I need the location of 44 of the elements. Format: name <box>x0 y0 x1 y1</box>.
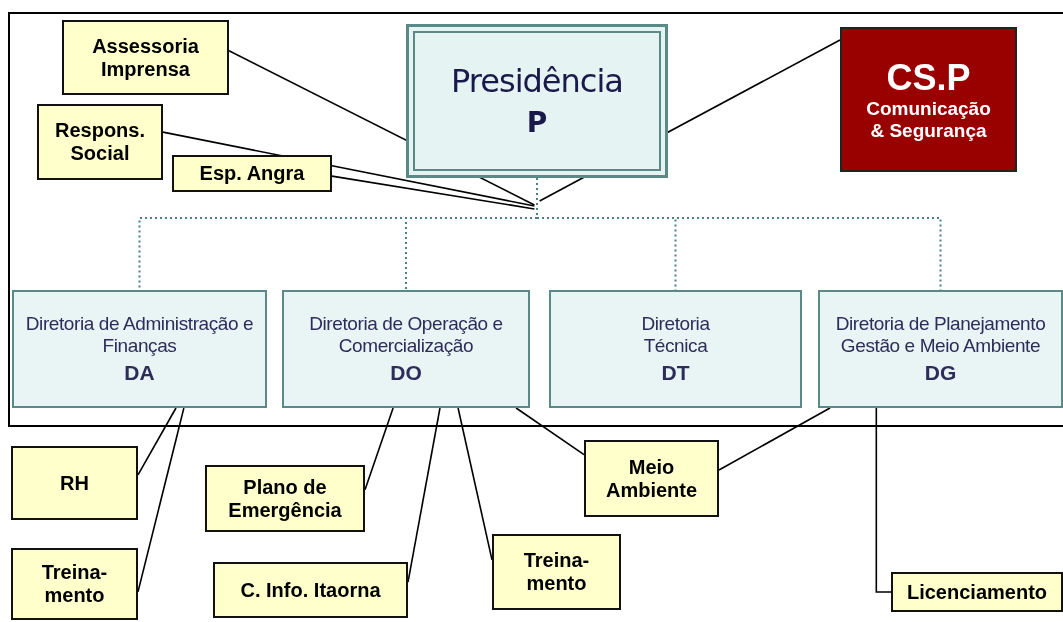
department-box <box>549 290 802 408</box>
note-box <box>62 20 229 95</box>
box-label: Presidência <box>451 62 623 100</box>
box-label: DA <box>124 360 155 385</box>
box-label: Treina- mento <box>40 561 109 607</box>
box-label: Diretoria Técnica <box>640 313 711 357</box>
box-label: Esp. Angra <box>199 162 305 185</box>
box-label: Diretoria de Administração e Finanças <box>24 313 255 357</box>
box-label: Diretoria de Planejamento Gestão e Meio Ambiente <box>834 313 1047 357</box>
leader-line <box>331 175 536 210</box>
leader-line <box>137 407 177 476</box>
leader-line <box>515 407 585 456</box>
box-label: Diretoria de Operação e Comercialização <box>308 313 504 357</box>
note-box <box>205 465 365 532</box>
box-label: Plano de Emergência <box>227 475 343 522</box>
box-label: Treina- mento <box>522 549 591 595</box>
box-label: C. Info. Itaorna <box>240 578 381 602</box>
box-label: P <box>526 107 548 140</box>
box-label: Respons. Social <box>54 119 146 165</box>
note-box <box>11 548 138 620</box>
box-label: Assessoria Imprensa <box>91 34 200 81</box>
note-box <box>584 440 719 517</box>
note-box <box>172 155 332 192</box>
note-box <box>492 534 621 610</box>
note-box <box>891 572 1063 612</box>
note-box <box>11 446 138 520</box>
box-label: DG <box>924 360 957 385</box>
note-box <box>37 104 163 180</box>
department-box <box>818 290 1063 408</box>
box-label: Meio Ambiente <box>604 455 699 502</box>
box-label: DT <box>661 360 690 385</box>
box-label: Licenciamento <box>906 580 1047 604</box>
leader-line <box>875 407 892 593</box>
department-box <box>282 290 530 408</box>
box-label: DO <box>390 360 422 385</box>
process-box <box>406 24 668 178</box>
note-box <box>213 562 408 618</box>
box-label: Comunicação & Segurança <box>866 98 991 143</box>
leader-line <box>718 407 831 471</box>
highlight-box <box>840 27 1017 172</box>
department-box <box>12 290 267 408</box>
leader-line <box>457 407 493 561</box>
box-label: RH <box>60 471 89 495</box>
box-label: CS.P <box>886 56 971 99</box>
